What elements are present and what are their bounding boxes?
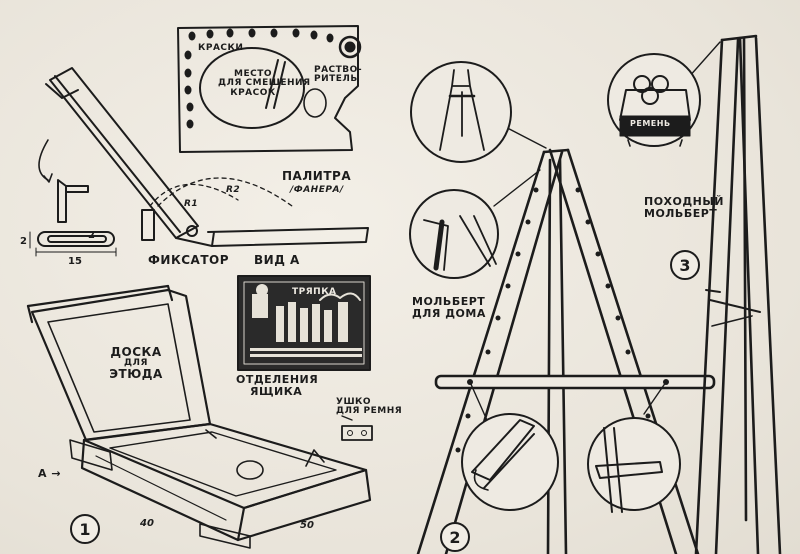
- label-home-easel-line-2: ДЛЯ ДОМА: [412, 306, 486, 320]
- label-strap-line-1: УШКО: [336, 397, 372, 407]
- label-mixing-line-3: КРАСОК: [230, 87, 276, 98]
- label-strap-loop: УШКО ДЛЯ РЕМНЯ: [336, 397, 403, 417]
- label-board-line-2: ДЛЯ: [124, 357, 148, 368]
- label-view-a-arrow: А →: [38, 467, 62, 480]
- label-board-line-1: ДОСКА: [110, 345, 162, 359]
- label-palette: ПАЛИТРА: [282, 169, 352, 183]
- figure-number-1: 1: [70, 514, 100, 544]
- label-strap: РЕМЕНЬ: [630, 119, 671, 128]
- label-home-easel-line-1: МОЛЬБЕРТ: [412, 295, 486, 308]
- label-mixing-line-2: ДЛЯ СМЕШЕНИЯ: [218, 78, 311, 89]
- label-field-easel: ПОХОДНЫЙ МОЛЬБЕРТ: [644, 196, 724, 219]
- field-easel-drawing: [607, 34, 782, 554]
- label-solvent-line-2: РИТЕЛЬ: [314, 74, 358, 85]
- label-mixing-place: МЕСТО ДЛЯ СМЕШЕНИЯ КРАСОК: [218, 69, 311, 98]
- dimension-40: 40: [140, 518, 154, 529]
- label-fixator: ФИКСАТОР: [148, 253, 230, 267]
- home-easel-drawing: [409, 61, 716, 554]
- dimension-50: 50: [300, 520, 314, 531]
- dimension-2-right: 2: [88, 230, 95, 241]
- label-solvent-line-1: РАСТВО-: [314, 65, 363, 75]
- label-field-easel-line-2: МОЛЬБЕРТ: [644, 206, 718, 220]
- label-solvent: РАСТВО- РИТЕЛЬ: [314, 65, 363, 85]
- figure-number-2: 2: [440, 522, 470, 552]
- label-a-letter: А: [38, 467, 48, 480]
- fixator-drawing: [29, 67, 369, 257]
- palette-drawing: [177, 25, 362, 153]
- label-compartments-line-1: ОТДЕЛЕНИЯ: [236, 373, 319, 386]
- label-compartments-line-2: ЯЩИКА: [250, 384, 303, 398]
- label-compartments: ОТДЕЛЕНИЯ ЯЩИКА: [236, 374, 318, 397]
- label-mixing-line-1: МЕСТО: [234, 69, 272, 79]
- dimension-15: 15: [68, 256, 82, 267]
- label-plywood: /ФАНЕРА/: [290, 185, 344, 195]
- label-home-easel: МОЛЬБЕРТ ДЛЯ ДОМА: [412, 296, 486, 319]
- paint-box-drawing: [26, 284, 372, 549]
- label-paints: КРАСКИ: [198, 43, 244, 53]
- label-board-line-3: ЭТЮДА: [109, 367, 163, 382]
- label-strap-line-2: ДЛЯ РЕМНЯ: [336, 406, 403, 417]
- label-view-a: ВИД А: [254, 253, 300, 267]
- dimension-2-left: 2: [20, 236, 27, 247]
- label-r2: R2: [226, 185, 241, 195]
- label-r1: R1: [184, 199, 199, 209]
- figure-number-3: 3: [670, 250, 700, 280]
- compartments-drawing: [237, 275, 373, 441]
- label-field-easel-line-1: ПОХОДНЫЙ: [644, 195, 724, 208]
- label-rag: ТРЯПКА: [292, 287, 337, 297]
- label-sketch-board: ДОСКА ДЛЯ ЭТЮДА: [96, 346, 176, 381]
